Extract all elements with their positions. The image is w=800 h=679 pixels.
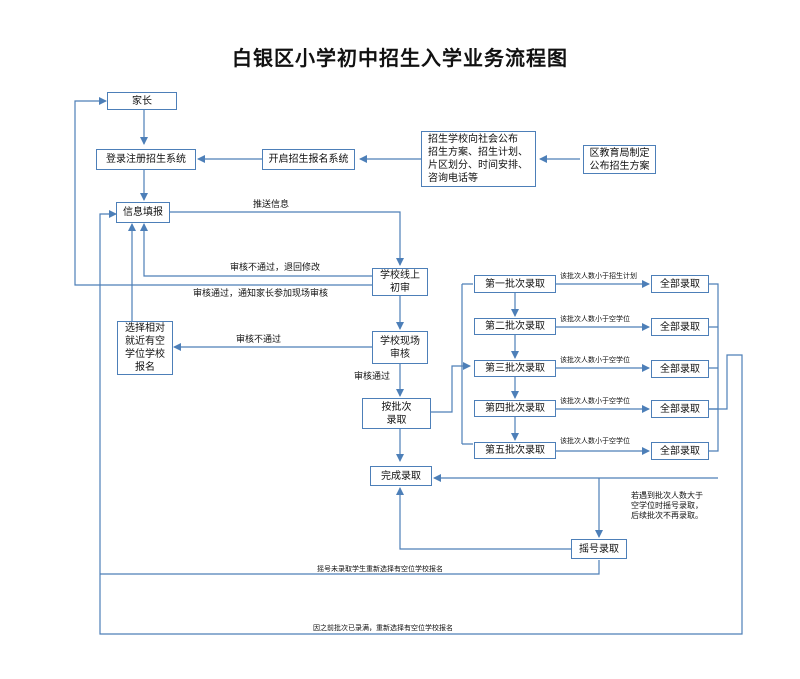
arrow-batch-full: [99, 210, 743, 635]
node-choose-other: 选择相对 就近有空 学位学校 报名: [117, 321, 173, 375]
label-cond1: 该批次人数小于招生计划: [560, 272, 637, 280]
label-cond3: 该批次人数小于空学位: [560, 356, 630, 364]
node-all5: 全部录取: [651, 442, 709, 460]
node-complete: 完成录取: [370, 466, 432, 486]
label-pass-onsite: 审核通过: [354, 372, 391, 382]
page-title: 白银区小学初中招生入学业务流程图: [232, 46, 568, 70]
node-parent: 家长: [107, 92, 177, 110]
label-fail-return: 审核不通过，退回修改: [230, 263, 321, 273]
node-batch1: 第一批次录取: [474, 275, 556, 293]
node-batch4: 第四批次录取: [474, 400, 556, 417]
label-cond5: 该批次人数小于空学位: [560, 437, 630, 445]
node-batch2: 第二批次录取: [474, 318, 556, 335]
label-push-info: 推送信息: [253, 200, 290, 210]
node-all1: 全部录取: [651, 275, 709, 293]
label-lottery-rule: 若遇到批次人数大于 空学位时摇号录取， 后续批次不再录取。: [631, 491, 703, 520]
node-all3: 全部录取: [651, 360, 709, 378]
arrow-pass-notify: [74, 97, 372, 286]
arrow-push-info: [170, 211, 404, 266]
node-batch3: 第三批次录取: [474, 360, 556, 377]
label-lottery-unadmitted: 摇号未录取学生重新选择有空位学校报名: [317, 565, 443, 573]
node-open-sys: 开启招生报名系统: [262, 149, 355, 170]
node-lottery: 摇号录取: [571, 539, 627, 559]
node-login: 登录注册招生系统: [96, 149, 196, 170]
node-batch5: 第五批次录取: [474, 442, 556, 459]
node-bureau: 区教育局制定 公布招生方案: [583, 145, 656, 174]
node-all4: 全部录取: [651, 400, 709, 418]
node-online-review: 学校线上 初审: [372, 268, 428, 296]
label-fail-onsite: 审核不通过: [236, 335, 282, 345]
label-batch-full: 因之前批次已录满，重新选择有空位学校报名: [313, 624, 453, 632]
arrow-fail-return: [140, 223, 372, 277]
label-cond2: 该批次人数小于空学位: [560, 315, 630, 323]
bracket-all: [709, 283, 719, 452]
arrow-lottery-complete: [396, 487, 571, 550]
node-announce: 招生学校向社会公布 招生方案、招生计划、 片区划分、时间安排、 咨询电话等: [421, 131, 536, 187]
node-all2: 全部录取: [651, 318, 709, 336]
node-fill-info: 信息填报: [116, 202, 170, 223]
node-onsite-review: 学校现场 审核: [372, 331, 428, 364]
arrow-lottery-unadmitted: [100, 560, 600, 575]
node-batch-admit: 按批次 录取: [362, 398, 431, 429]
label-pass-notify: 审核通过，通知家长参加现场审核: [193, 289, 329, 299]
label-cond4: 该批次人数小于空学位: [560, 397, 630, 405]
bracket-batches: [431, 283, 473, 445]
